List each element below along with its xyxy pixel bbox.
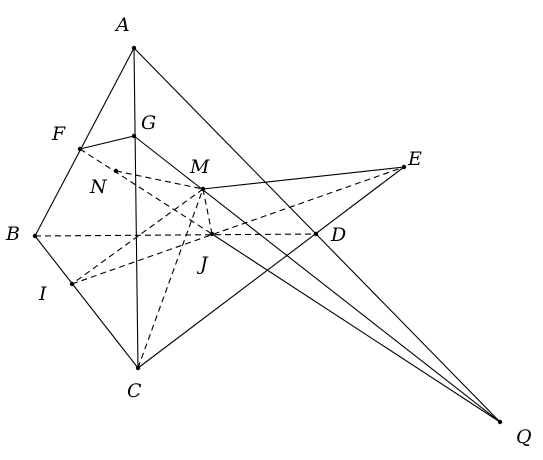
segment-ME <box>202 166 405 190</box>
dashed-segment-IE <box>71 166 405 285</box>
point-labels: A B C D E F G I J M N Q <box>5 14 532 448</box>
segment-CE <box>137 166 405 369</box>
dashed-segment-FJ <box>79 148 213 235</box>
label-N: N <box>89 176 108 198</box>
point-E <box>401 164 407 170</box>
point-G <box>131 133 137 139</box>
label-C: C <box>127 380 142 402</box>
label-D: D <box>330 224 346 246</box>
dashed-segment-CM <box>137 188 204 369</box>
dashed-segments <box>34 148 405 369</box>
label-Q: Q <box>516 426 532 448</box>
label-E: E <box>407 148 422 170</box>
points <box>32 45 503 425</box>
point-D <box>313 231 319 237</box>
dashed-segment-MJ <box>202 188 213 235</box>
segment-FG <box>79 135 135 150</box>
point-M <box>200 186 206 192</box>
segment-AC <box>133 47 139 369</box>
label-F: F <box>51 123 66 145</box>
segment-AB <box>34 47 135 237</box>
point-N <box>113 168 119 174</box>
point-F <box>77 146 83 152</box>
point-B <box>32 233 38 239</box>
point-J <box>209 231 215 237</box>
label-B: B <box>5 223 20 245</box>
label-A: A <box>114 14 130 36</box>
dashed-segment-MI <box>71 188 204 285</box>
segment-JQ <box>211 233 501 423</box>
solid-segments <box>34 47 501 423</box>
point-C <box>135 365 141 371</box>
dashed-segment-NM <box>115 170 204 190</box>
dashed-segment-BD <box>34 233 317 237</box>
segment-BC <box>34 235 139 369</box>
segment-GQ <box>133 135 501 423</box>
label-G: G <box>141 112 156 134</box>
point-A <box>131 45 137 51</box>
label-I: I <box>38 283 47 305</box>
label-J: J <box>196 253 209 275</box>
point-I <box>69 281 75 287</box>
point-Q <box>497 419 503 425</box>
label-M: M <box>189 156 210 178</box>
